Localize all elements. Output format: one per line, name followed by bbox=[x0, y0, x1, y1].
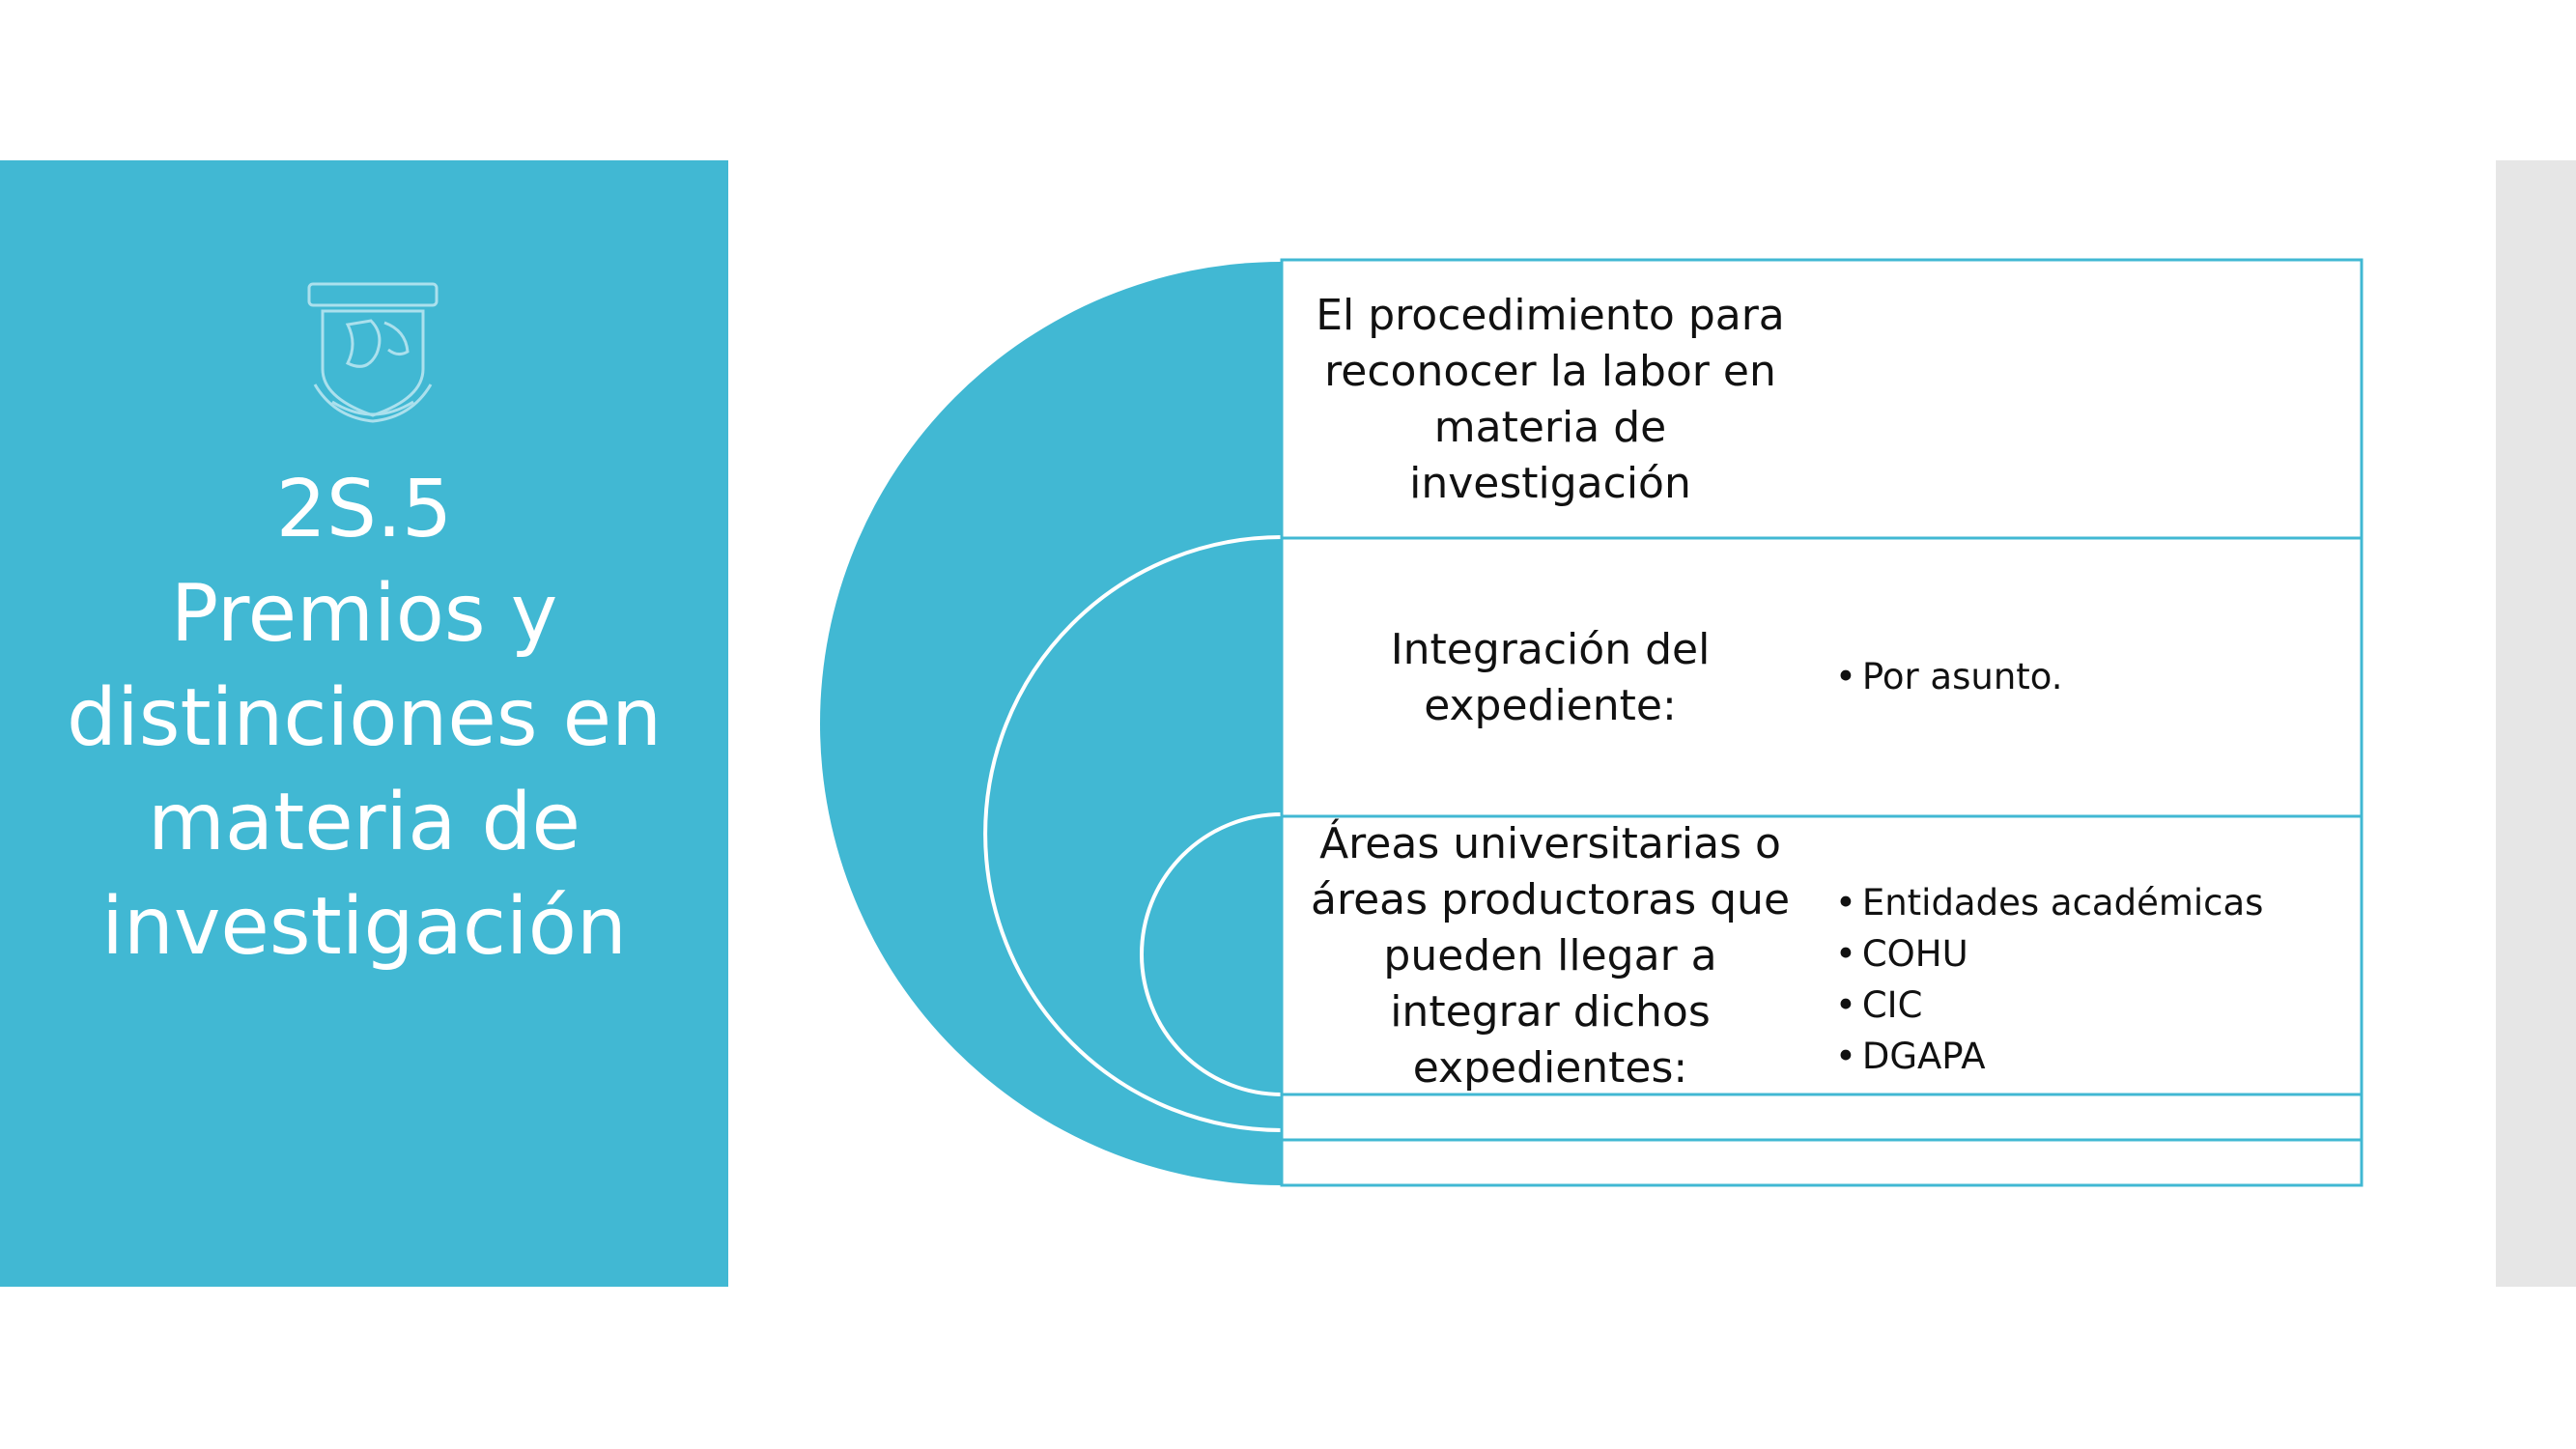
row-3-bullets: Entidades académicas COHU CIC DGAPA bbox=[1835, 877, 2264, 1082]
title-code: 2S.5 bbox=[275, 464, 453, 555]
bullet-item: Entidades académicas bbox=[1835, 877, 2264, 928]
title-line-3: materia de bbox=[147, 777, 581, 868]
title-line-2: distinciones en bbox=[66, 672, 663, 764]
title-line-1: Premios y bbox=[170, 568, 558, 660]
bullet-item: CIC bbox=[1835, 980, 2263, 1031]
title-panel: 2S.5 Premios y distinciones en materia d… bbox=[0, 160, 728, 1287]
inner-arc bbox=[1140, 812, 1283, 1096]
university-seal-icon bbox=[307, 282, 439, 423]
row-3-label: Áreas universitarias o áreas productoras… bbox=[1310, 818, 1791, 1093]
side-strip bbox=[2496, 160, 2576, 1287]
row-2-bullets: Por asunto. bbox=[1835, 651, 2063, 702]
title-line-4: investigación bbox=[101, 881, 627, 973]
row-box-4 bbox=[1280, 1093, 2364, 1142]
outer-arc bbox=[820, 262, 1282, 1185]
bullet-item: COHU bbox=[1835, 928, 2263, 980]
bullet-item: DGAPA bbox=[1835, 1031, 2263, 1082]
bullet-item: Por asunto. bbox=[1835, 651, 2063, 702]
slide-title: 2S.5 Premios y distinciones en materia d… bbox=[0, 458, 728, 980]
middle-arc bbox=[983, 535, 1283, 1132]
row-2-label: Integración del expediente: bbox=[1390, 624, 1711, 730]
row-1-label: El procedimiento para reconocer la labor… bbox=[1316, 290, 1785, 508]
row-box-5 bbox=[1280, 1138, 2364, 1187]
row-box-1 bbox=[1280, 258, 2364, 540]
